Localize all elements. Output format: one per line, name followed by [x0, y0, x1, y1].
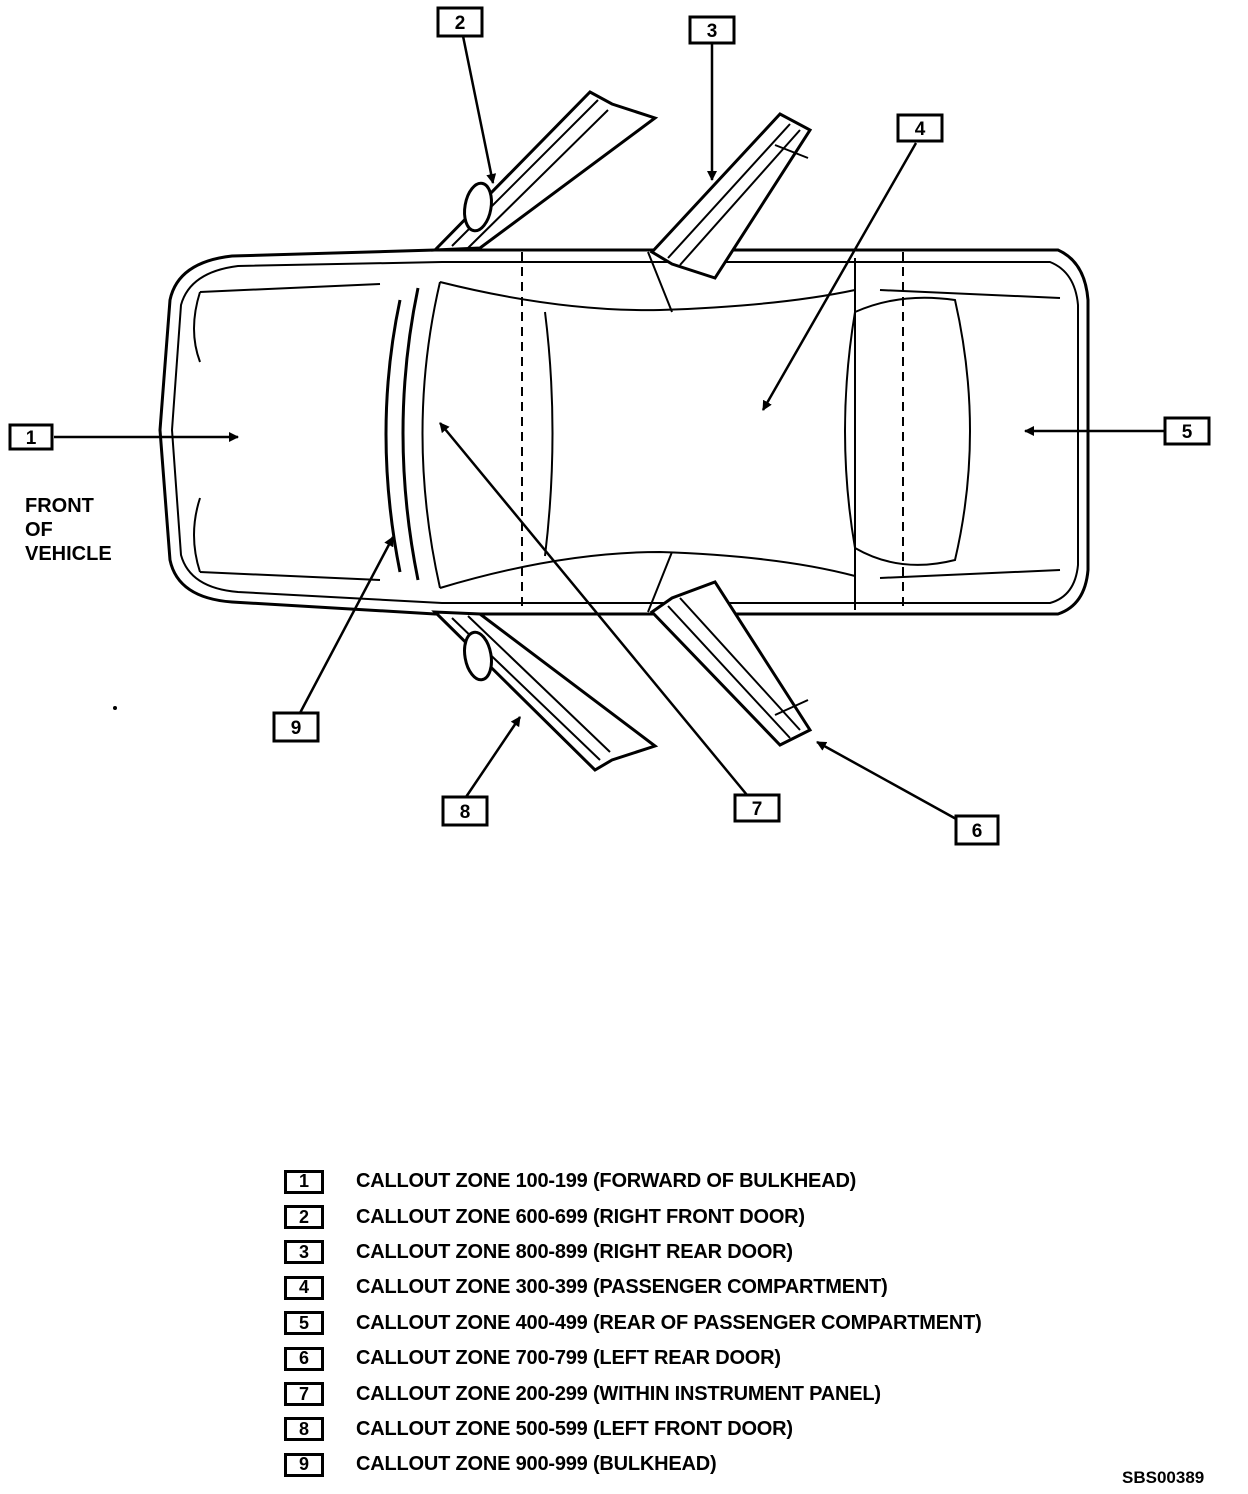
legend-row: 3 CALLOUT ZONE 800-899 (RIGHT REAR DOOR): [284, 1235, 982, 1270]
callout-box-9: 9: [272, 711, 320, 743]
callout-box-1: 1: [8, 423, 54, 451]
legend-number: 2: [284, 1205, 324, 1230]
callout-box-7: 7: [733, 793, 781, 823]
legend-text: CALLOUT ZONE 500-599 (LEFT FRONT DOOR): [356, 1417, 793, 1440]
stray-dot: [113, 706, 117, 710]
arrow-7: [439, 422, 748, 796]
arrow-9: [298, 536, 395, 714]
legend-number: 7: [284, 1382, 324, 1407]
callout-number: 1: [26, 428, 37, 449]
callout-number: 8: [460, 802, 471, 823]
figure-id: SBS00389: [1122, 1468, 1205, 1487]
legend-number: 8: [284, 1417, 324, 1442]
legend-number: 3: [284, 1240, 324, 1265]
arrow-4: [761, 142, 918, 411]
callout-box-6: 6: [954, 814, 1000, 846]
car-body: [158, 248, 1090, 616]
left-front-door: [431, 610, 659, 772]
right-front-door: [431, 90, 659, 252]
right-rear-door: [649, 112, 813, 280]
legend-row: 8 CALLOUT ZONE 500-599 (LEFT FRONT DOOR): [284, 1412, 982, 1447]
arrow-2: [461, 35, 497, 184]
arrow-6: [816, 740, 959, 822]
front-label-line-3: VEHICLE: [25, 543, 112, 565]
left-rear-door: [649, 580, 813, 747]
legend-text: CALLOUT ZONE 400-499 (REAR OF PASSENGER …: [356, 1311, 982, 1334]
legend-row: 4 CALLOUT ZONE 300-399 (PASSENGER COMPAR…: [284, 1270, 982, 1305]
legend-text: CALLOUT ZONE 800-899 (RIGHT REAR DOOR): [356, 1240, 793, 1263]
callout-number: 4: [915, 119, 926, 140]
legend-row: 7 CALLOUT ZONE 200-299 (WITHIN INSTRUMEN…: [284, 1376, 982, 1411]
legend-number: 9: [284, 1452, 324, 1477]
callout-number: 7: [752, 799, 763, 820]
legend-text: CALLOUT ZONE 200-299 (WITHIN INSTRUMENT …: [356, 1382, 881, 1405]
callout-number: 2: [455, 13, 466, 34]
legend-text: CALLOUT ZONE 700-799 (LEFT REAR DOOR): [356, 1347, 781, 1370]
front-of-vehicle-label: FRONT OF VEHICLE: [25, 495, 112, 565]
legend-number: 4: [284, 1275, 324, 1300]
callout-number: 9: [291, 718, 302, 739]
callout-arrows: [54, 35, 1165, 822]
arrow-8: [464, 716, 522, 798]
front-label-line-2: OF: [25, 519, 53, 541]
legend-number: 6: [284, 1346, 324, 1371]
callout-number: 3: [707, 21, 718, 42]
callout-number: 5: [1182, 422, 1193, 443]
legend-text: CALLOUT ZONE 100-199 (FORWARD OF BULKHEA…: [356, 1170, 857, 1193]
legend-number: 5: [284, 1311, 324, 1336]
legend-row: 1 CALLOUT ZONE 100-199 (FORWARD OF BULKH…: [284, 1164, 982, 1199]
legend-row: 5 CALLOUT ZONE 400-499 (REAR OF PASSENGE…: [284, 1306, 982, 1341]
legend-text: CALLOUT ZONE 900-999 (BULKHEAD): [356, 1453, 717, 1476]
legend-number: 1: [284, 1169, 324, 1194]
callout-box-2: 2: [436, 6, 484, 38]
callout-box-5: 5: [1163, 416, 1211, 446]
callout-number: 6: [972, 821, 983, 842]
legend-row: 9 CALLOUT ZONE 900-999 (BULKHEAD): [284, 1447, 982, 1482]
callout-box-8: 8: [441, 795, 489, 827]
front-label-line-1: FRONT: [25, 495, 94, 517]
legend-text: CALLOUT ZONE 300-399 (PASSENGER COMPARTM…: [356, 1276, 888, 1299]
callout-box-4: 4: [896, 113, 944, 143]
legend-text: CALLOUT ZONE 600-699 (RIGHT FRONT DOOR): [356, 1205, 805, 1228]
legend-row: 6 CALLOUT ZONE 700-799 (LEFT REAR DOOR): [284, 1341, 982, 1376]
callout-box-3: 3: [688, 15, 736, 45]
legend-row: 2 CALLOUT ZONE 600-699 (RIGHT FRONT DOOR…: [284, 1199, 982, 1234]
callout-zone-legend: 1 CALLOUT ZONE 100-199 (FORWARD OF BULKH…: [284, 1164, 982, 1483]
